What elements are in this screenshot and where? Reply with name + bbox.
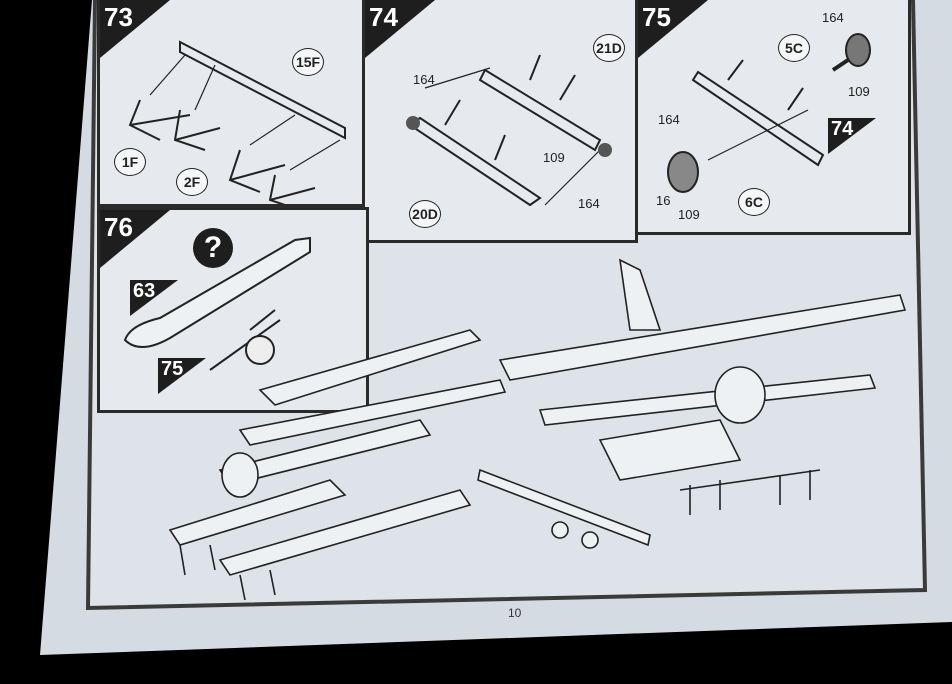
part-15F: 15F [292,48,324,76]
step-75-number: 75 [642,2,671,32]
label-164: 164 [658,112,680,127]
ref-step-label: 63 [133,280,156,302]
label-109: 109 [543,150,565,165]
part-5C: 5C [778,34,810,62]
part-21D: 21D [593,34,625,62]
trolley-drawing [406,54,612,207]
question-icon: ? [193,228,233,268]
torpedo-trolley-drawing [123,236,311,371]
ref-step-label: 74 [831,118,854,140]
part-2F: 2F [176,168,208,196]
label-109: 109 [848,84,870,99]
part-6C: 6C [738,188,770,216]
wheel-assembly-drawing [667,33,871,193]
step-76-number: 76 [104,212,133,242]
label-164: 164 [578,196,600,211]
label-164: 164 [822,10,844,25]
step-76-panel: 76 ? 63 75 [97,207,369,413]
part-1F: 1F [114,148,146,176]
step-73-panel: 73 15F 1F 2F [97,0,365,207]
page-number: 10 [508,606,522,620]
step-74-panel: 74 21D 20D 164 109 164 [362,0,638,243]
label-16: 16 [656,193,671,208]
step-75-panel: 75 5C 6C 164 109 164 16 109 74 [635,0,911,235]
ref-step-label: 75 [161,358,184,380]
stand-parts-drawing [128,40,346,204]
step-73-number: 73 [104,2,133,32]
label-109: 109 [678,207,700,222]
step-74-number: 74 [369,2,398,32]
label-164: 164 [413,72,435,87]
part-20D: 20D [409,200,441,228]
